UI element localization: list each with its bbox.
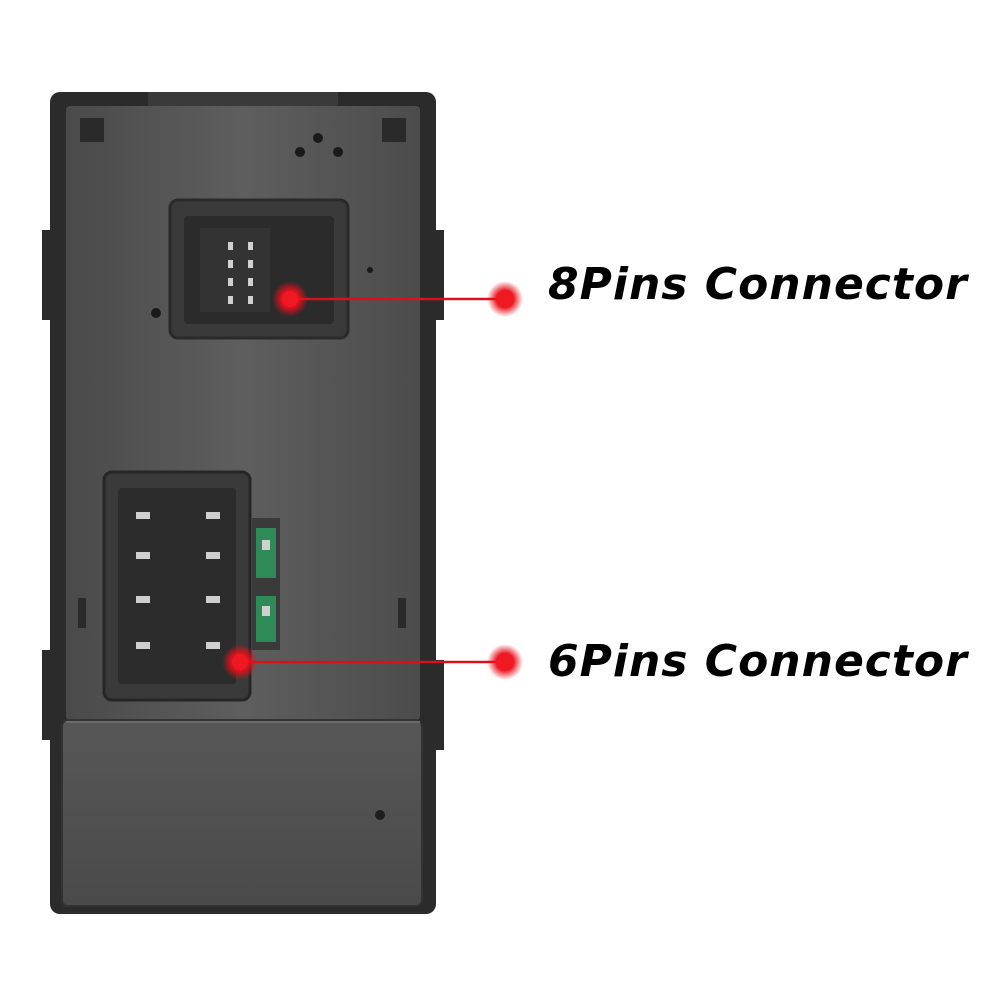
- label-6-pins-connector: 6Pins Connector: [548, 636, 968, 687]
- 8-pin-connector: [168, 198, 350, 340]
- callout-8-pins: [272, 281, 523, 317]
- label-8-pins-connector: 8Pins Connector: [548, 259, 968, 310]
- circuit-board: [252, 518, 280, 650]
- callout-6-pins: [222, 644, 523, 680]
- 6-pin-connector: [102, 470, 252, 702]
